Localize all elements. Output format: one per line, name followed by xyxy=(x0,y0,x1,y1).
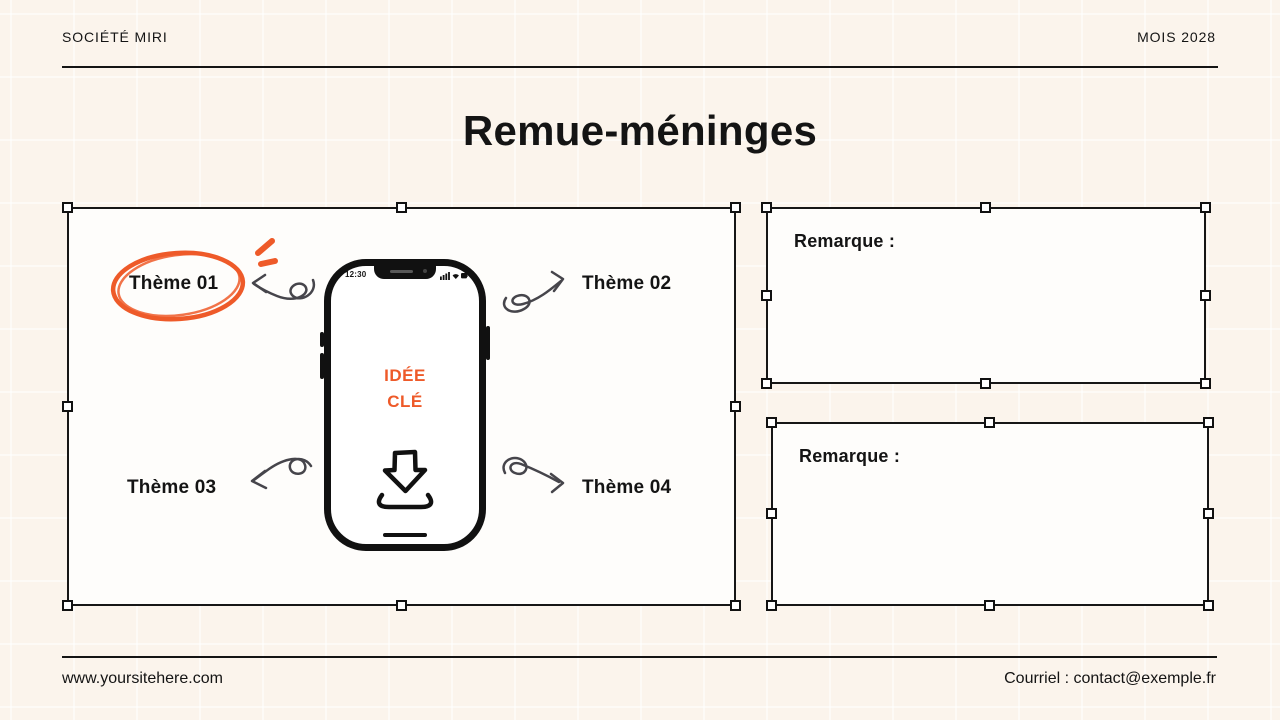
note-frame-1[interactable]: Remarque : xyxy=(761,202,1211,389)
phone-status-time: 12:30 xyxy=(345,270,367,279)
curly-arrow-theme1-icon xyxy=(251,273,316,301)
phone-volume-button xyxy=(320,353,324,379)
footer-website[interactable]: www.yoursitehere.com xyxy=(62,670,223,687)
selection-handle-top-right[interactable] xyxy=(730,202,741,213)
selection-handle-bottom-right[interactable] xyxy=(1200,378,1211,389)
selection-handle-middle-right[interactable] xyxy=(1203,508,1214,519)
phone-home-indicator xyxy=(383,533,427,537)
selection-handle-middle-right[interactable] xyxy=(1200,289,1211,301)
selection-handle-bottom-left[interactable] xyxy=(761,378,772,389)
selection-handle-bottom-middle[interactable] xyxy=(395,600,407,611)
phone-notch xyxy=(374,266,436,279)
selection-handle-top-right[interactable] xyxy=(1203,417,1214,428)
theme-04-label[interactable]: Thème 04 xyxy=(582,477,672,498)
theme-02-label[interactable]: Thème 02 xyxy=(582,273,672,294)
emphasis-dashes-icon xyxy=(255,238,278,267)
header-divider xyxy=(62,66,1218,68)
selection-handle-middle-left[interactable] xyxy=(62,400,73,412)
phone-speaker-slot xyxy=(390,270,413,273)
selection-handle-bottom-middle[interactable] xyxy=(984,600,995,611)
theme-03-label[interactable]: Thème 03 xyxy=(127,477,217,498)
phone-status-icons xyxy=(440,272,468,280)
battery-icon xyxy=(461,273,468,279)
selection-handle-bottom-middle[interactable] xyxy=(980,378,991,389)
curly-arrow-theme4-icon xyxy=(502,456,565,494)
brainstorm-decorations xyxy=(110,238,565,494)
selection-handle-middle-left[interactable] xyxy=(766,508,777,519)
selection-handle-bottom-right[interactable] xyxy=(1203,600,1214,611)
curly-arrow-theme2-icon xyxy=(502,270,565,313)
wifi-icon xyxy=(452,274,459,279)
brainstorm-frame[interactable]: Thème 01 Thème 02 Thème 03 Thème 04 12:3… xyxy=(62,202,741,611)
phone-power-button xyxy=(486,326,490,360)
note-1-label[interactable]: Remarque : xyxy=(794,231,896,251)
selection-handle-middle-left[interactable] xyxy=(761,289,772,301)
page-title[interactable]: Remue-méninges xyxy=(462,107,818,154)
selection-handle-bottom-left[interactable] xyxy=(766,600,777,611)
footer-email[interactable]: Courriel : contact@exemple.fr xyxy=(1004,670,1216,687)
phone-volume-button xyxy=(320,332,324,347)
selection-handle-top-middle[interactable] xyxy=(395,202,407,213)
selection-handle-top-left[interactable] xyxy=(62,202,73,213)
download-tray-icon xyxy=(376,449,434,510)
orange-ellipse-highlight-icon xyxy=(110,250,246,322)
note-frame-2[interactable]: Remarque : xyxy=(766,417,1214,611)
selection-handle-middle-right[interactable] xyxy=(730,400,741,412)
selection-handle-bottom-left[interactable] xyxy=(62,600,73,611)
footer-divider xyxy=(62,656,1217,658)
selection-handle-top-left[interactable] xyxy=(761,202,772,213)
curly-arrow-theme3-icon xyxy=(250,457,313,490)
selection-handle-top-middle[interactable] xyxy=(984,417,995,428)
key-idea-label[interactable]: IDÉE CLÉ xyxy=(384,366,426,411)
header-date[interactable]: MOIS 2028 xyxy=(1137,29,1216,45)
selection-handle-bottom-right[interactable] xyxy=(730,600,741,611)
selection-handle-top-left[interactable] xyxy=(766,417,777,428)
phone-camera-dot xyxy=(423,269,427,273)
theme-01-label[interactable]: Thème 01 xyxy=(129,273,219,294)
selection-handle-top-middle[interactable] xyxy=(980,202,991,213)
signal-bars-icon xyxy=(440,272,450,280)
selection-handle-top-right[interactable] xyxy=(1200,202,1211,213)
phone-illustration[interactable]: 12:30 IDÉE CLÉ xyxy=(320,259,490,551)
company-name[interactable]: SOCIÉTÉ MIRI xyxy=(62,29,168,45)
note-2-label[interactable]: Remarque : xyxy=(799,446,901,466)
